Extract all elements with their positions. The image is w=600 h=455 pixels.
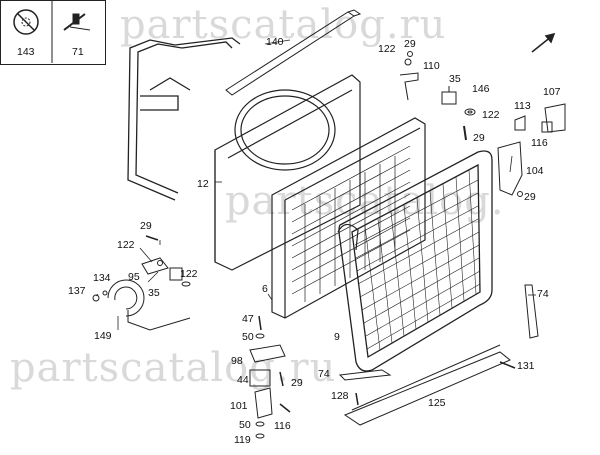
callout: 29 [473,132,485,144]
rubber-block-116 [514,115,526,131]
screen-grid [354,169,481,351]
inset-label-143: 143 [17,46,35,58]
angle-strip-74-right [524,284,539,339]
washer-137 [92,294,100,302]
bracket-107 [544,103,566,133]
bolt-131 [499,361,516,369]
washer-122-left [181,281,191,287]
screen-handle [337,223,359,251]
seal-strip-140 [225,9,362,96]
callout: 74 [318,368,330,380]
clip-icon [63,13,91,31]
angle-strip-74-lower [338,369,392,381]
bolt-29-left [145,235,159,241]
inset-label-71: 71 [72,46,84,58]
leader-lines [95,39,536,330]
bolt-29-right [517,191,523,197]
callout: 125 [428,397,446,409]
watermark-top: partscatalog.ru [120,2,447,48]
callout: 29 [140,220,152,232]
bolt-29-mid [463,125,467,141]
callout: 122 [180,268,198,280]
watermark-bottom: partscatalog.ru [10,345,337,391]
callout: 35 [148,287,160,299]
bolt-29-lower [279,371,284,387]
bracket-110 [399,72,419,101]
callout: 9 [334,331,340,343]
callout: 122 [378,43,396,55]
callout: 110 [423,60,440,72]
radiator-grid [291,145,411,302]
bracket-95 [141,257,169,275]
callout: 134 [93,272,111,284]
bracket-101 [254,387,273,419]
fan-shroud [214,74,361,271]
callout: 137 [68,285,86,297]
callout: 104 [526,165,544,177]
callout: 29 [291,377,303,389]
support-frame [127,37,241,201]
washer-122-top [464,108,476,116]
bolt-29-top [407,51,413,57]
callout: 101 [230,400,248,412]
callout: 140 [266,36,284,48]
callout: 95 [128,271,140,283]
inset-box [0,0,106,65]
lower-bracket-line [127,310,191,331]
callout: 29 [404,38,416,50]
washer-50-top [255,333,265,339]
callout: 116 [531,137,548,149]
callout: 50 [239,419,251,431]
callout: 146 [472,83,490,95]
clamp-ring-149 [107,279,145,317]
callout: 74 [537,288,549,300]
bracket-104 [497,141,523,196]
callout: 6 [262,283,268,295]
callout: 122 [482,109,500,121]
callout: 107 [543,86,561,98]
callout: 119 [234,434,251,446]
callout: 12 [197,178,209,190]
callout: 47 [242,313,254,325]
callout: 131 [517,360,535,372]
no-entry-icon [13,9,39,35]
plate-98 [249,344,286,363]
callout: 149 [94,330,112,342]
rubber-mount-35-top [441,86,457,105]
mount-113 [541,121,553,133]
radiator-core [271,117,426,319]
nut-134 [102,290,108,296]
callout: 35 [449,73,461,85]
callout: 98 [231,355,243,367]
callout: 29 [524,191,536,203]
callout: 122 [117,239,135,251]
bolt-47 [258,315,262,331]
callout: 113 [514,100,531,112]
bolt-116-lower [279,403,291,413]
callout: 50 [242,331,254,343]
rubber-mount-44 [249,369,271,387]
nut-119 [255,433,265,439]
callout: 44 [237,374,249,386]
grille-screen [338,150,493,372]
washer-50-lower [255,421,265,427]
bolt-128 [355,392,359,406]
callout: 116 [274,420,291,432]
rubber-mount-35-left [169,267,183,281]
sealing-strip-125 [343,344,511,426]
bolt-122 [404,58,412,66]
direction-arrow-icon [531,32,556,53]
callout: 128 [331,390,349,402]
